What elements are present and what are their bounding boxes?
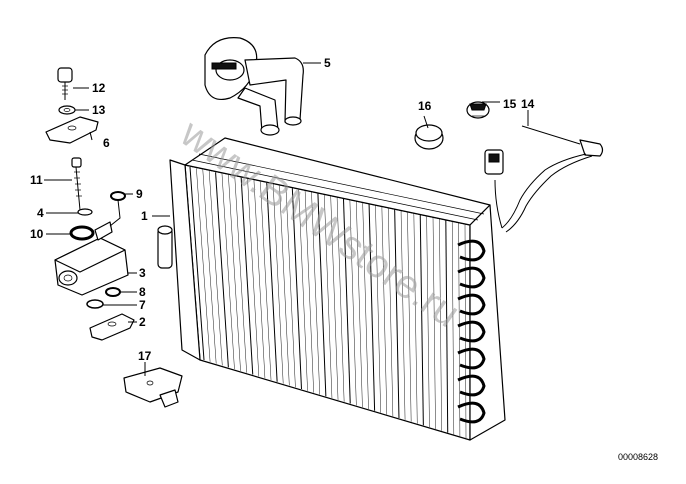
clip: [466, 101, 490, 119]
callout-6: 6: [103, 136, 110, 150]
callout-1: 1: [141, 209, 148, 223]
o-ring-9: [110, 191, 126, 201]
mounting-bracket-17: [123, 367, 183, 408]
callout-4: 4: [37, 206, 44, 220]
callout-11: 11: [30, 173, 43, 187]
washer-4: [77, 208, 93, 216]
pipe-elbow: [204, 37, 304, 136]
callout-9: 9: [136, 187, 143, 201]
callout-15: 15: [503, 97, 517, 111]
callout-16: 16: [418, 99, 432, 113]
bolt-12: [57, 67, 73, 100]
temperature-sensor: [484, 125, 604, 233]
leader-lines: [44, 62, 529, 376]
o-ring-8: [105, 287, 121, 297]
callout-8: 8: [139, 285, 146, 299]
callout-14: 14: [521, 97, 535, 111]
callout-17: 17: [138, 349, 152, 363]
callout-7: 7: [139, 298, 146, 312]
callout-labels: 1 2 3 4 5 6 7 8 9 10 11 12 13 14 15 16 1…: [30, 56, 535, 363]
expansion-valve: [54, 199, 129, 296]
grommet: [414, 124, 444, 150]
o-ring-10: [69, 225, 95, 241]
callout-13: 13: [92, 103, 106, 117]
callout-5: 5: [324, 56, 331, 70]
bracket-6: [45, 116, 99, 144]
bracket-2: [89, 313, 135, 341]
o-ring-7: [86, 299, 104, 309]
diagram-reference-number: 00008628: [618, 452, 658, 462]
washer-13: [58, 105, 76, 115]
bolt-11: [71, 157, 82, 211]
evaporator-core: [157, 137, 506, 441]
callout-12: 12: [92, 81, 106, 95]
callout-3: 3: [139, 266, 146, 280]
callout-2: 2: [139, 315, 146, 329]
callout-10: 10: [30, 227, 44, 241]
